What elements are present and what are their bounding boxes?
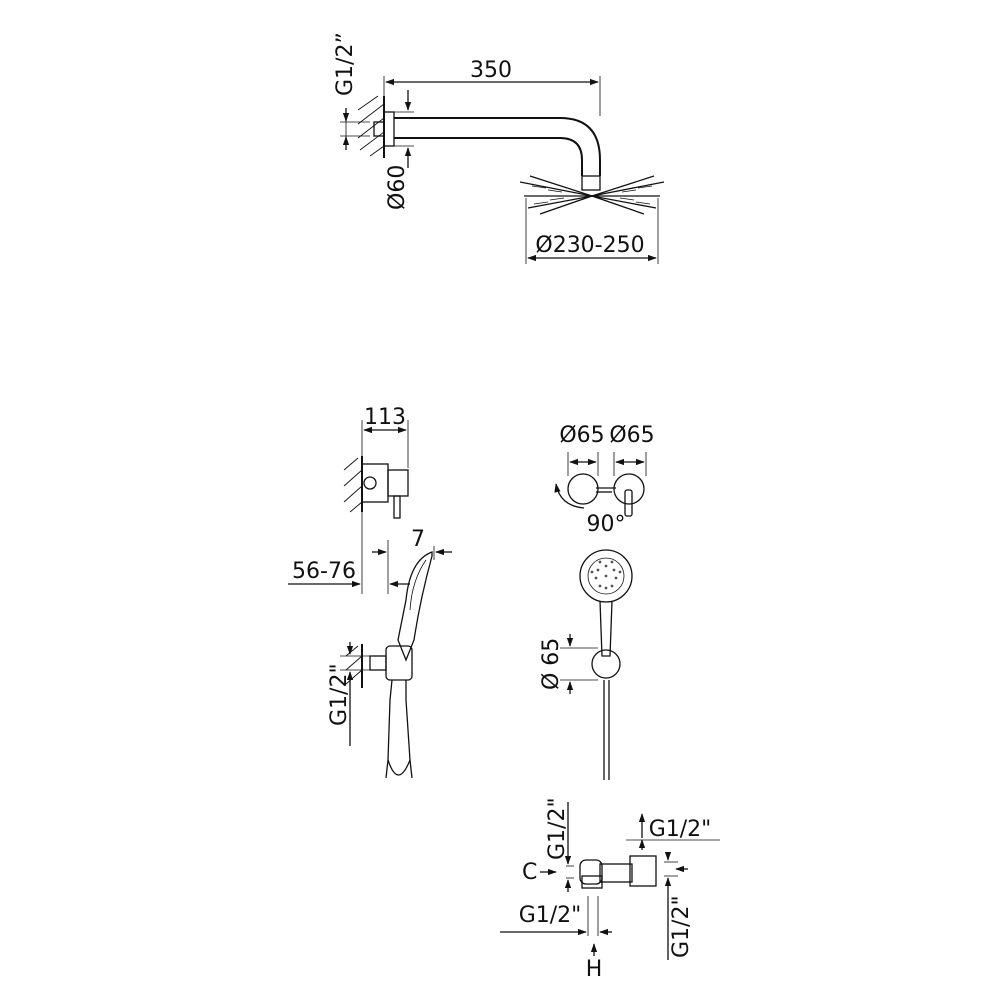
shower-arm bbox=[394, 117, 601, 176]
wall-section-mixer bbox=[343, 456, 363, 513]
head-diameter-label: Ø230-250 bbox=[535, 233, 644, 258]
mixer-body-center bbox=[599, 863, 633, 883]
hand-shower-side bbox=[397, 551, 433, 662]
mixer-rosette bbox=[387, 469, 409, 497]
hose-left bbox=[385, 679, 393, 779]
wall-thread-label: G1/2” bbox=[333, 32, 358, 96]
outlet-offset-label: 7 bbox=[411, 527, 425, 552]
mixer-lever bbox=[393, 495, 401, 519]
wall-holder-front bbox=[591, 649, 621, 679]
mixer-body-view: G1/2" C G1/2" G1/2" G1/2" H bbox=[500, 797, 720, 982]
mixer-outlet-left bbox=[579, 859, 603, 885]
rosette-right-diameter-label: Ø65 bbox=[609, 423, 654, 448]
hand-shower-front-view: Ø 65 bbox=[539, 549, 633, 780]
mixer-cartridge bbox=[363, 476, 377, 490]
mixer-body bbox=[361, 463, 389, 503]
wall-holder bbox=[385, 645, 413, 681]
mixer-front-view: Ø65 Ø65 90° bbox=[554, 423, 655, 537]
rotation-angle-label: 90° bbox=[587, 512, 626, 537]
overhead-shower-view: 350 G1/2” Ø60 Ø230-250 bbox=[333, 32, 665, 264]
outlet-thread-top-label: G1/2" bbox=[649, 817, 712, 842]
hand-shower-handle bbox=[599, 600, 613, 657]
wall-outlet-connector bbox=[369, 655, 387, 671]
cold-marker: C bbox=[522, 860, 537, 885]
outlet-thread-right-label: G1/2" bbox=[669, 895, 694, 958]
rain-shower-head bbox=[519, 175, 665, 215]
mixer-depth-label: 113 bbox=[364, 405, 406, 430]
rosette-left-diameter-label: Ø65 bbox=[559, 423, 604, 448]
mixer-outlet-right bbox=[629, 855, 657, 887]
hot-marker: H bbox=[586, 957, 603, 982]
arm-connector bbox=[373, 121, 385, 137]
rotation-arrow bbox=[554, 483, 585, 509]
rosette-left bbox=[567, 473, 599, 505]
spray-nozzles bbox=[590, 560, 622, 590]
outlet-thread-label: G1/2" bbox=[327, 663, 352, 726]
flange-diameter-label: Ø60 bbox=[385, 165, 410, 210]
holder-diameter-label: Ø 65 bbox=[539, 638, 564, 690]
hand-shower-head bbox=[579, 549, 633, 603]
wall-depth-label: 56-76 bbox=[292, 559, 356, 584]
arm-length-label: 350 bbox=[470, 58, 512, 83]
lever-vertical bbox=[624, 489, 633, 517]
inlet-thread-top-label: G1/2" bbox=[545, 797, 570, 860]
wall-section-top bbox=[357, 95, 385, 158]
mixer-side-view: 113 7 56-76 G1/2" bbox=[288, 405, 452, 779]
arm-flange bbox=[383, 111, 395, 147]
shower-arm-inner bbox=[394, 137, 583, 176]
hose-right bbox=[405, 680, 413, 779]
hose-front bbox=[603, 680, 610, 780]
rosette-right bbox=[613, 473, 645, 505]
inlet-thread-bottom-label: G1/2" bbox=[519, 903, 582, 928]
